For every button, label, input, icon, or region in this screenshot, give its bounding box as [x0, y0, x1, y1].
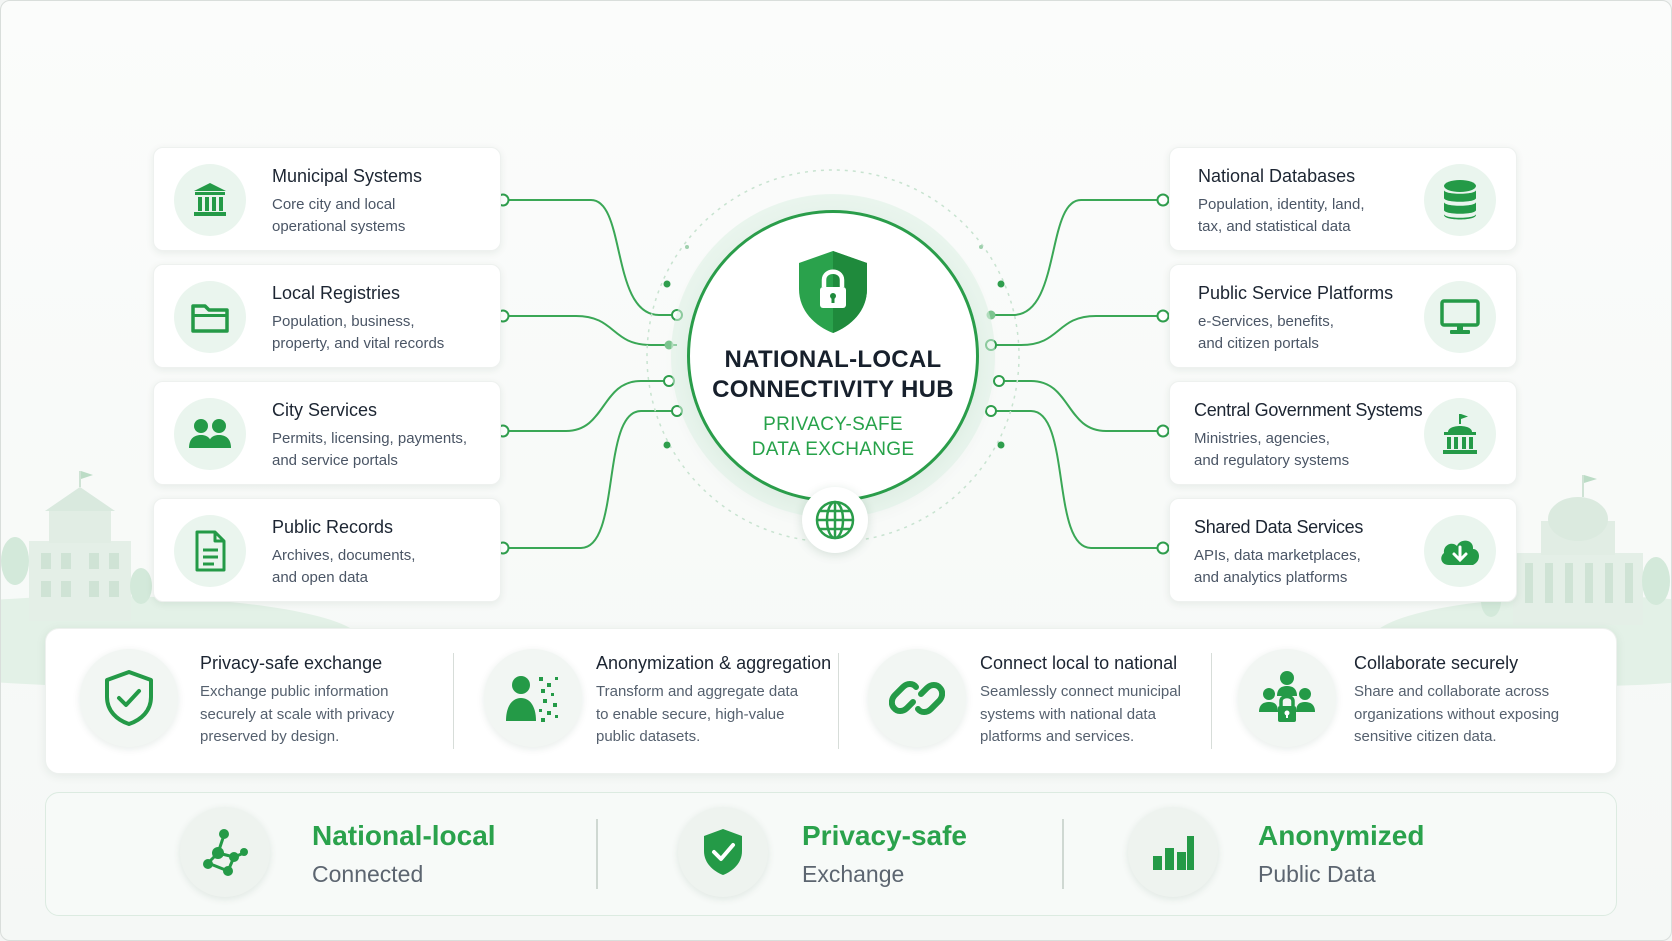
municipal-building-icon [174, 164, 246, 236]
stat-divider [1062, 819, 1064, 889]
stat-label: Connected [312, 861, 424, 887]
feature-title: Collaborate securely [1354, 653, 1519, 673]
government-building-icon [1424, 398, 1496, 470]
feature-divider [838, 653, 839, 749]
users-icon [174, 398, 246, 470]
node-national-databases: National Databases Population, identity,… [1169, 147, 1517, 251]
node-description: APIs, data marketplaces,and analytics pl… [1194, 547, 1361, 586]
node-description: e-Services, benefits,and citizen portals [1198, 313, 1334, 352]
stat-divider [596, 819, 598, 889]
node-title: Local Registries [272, 283, 401, 303]
anonymized-person-icon [484, 649, 582, 747]
feature-divider [453, 653, 454, 749]
node-shared-data-services: Shared Data Services APIs, data marketpl… [1169, 498, 1517, 602]
node-title: Municipal Systems [272, 166, 423, 186]
bar-chart-icon [1128, 807, 1218, 897]
node-title: Public Service Platforms [1198, 283, 1394, 303]
cloud-download-icon [1424, 515, 1496, 587]
stat-value: Anonymized [1258, 820, 1425, 851]
link-icon [868, 649, 966, 747]
node-title: National Databases [1198, 166, 1356, 186]
stat-label: Public Data [1258, 861, 1376, 887]
stat-value: Privacy-safe [802, 820, 968, 851]
feature-title: Privacy-safe exchange [200, 653, 383, 673]
stat-label: Exchange [802, 861, 905, 887]
feature-divider [1211, 653, 1212, 749]
node-central-government-systems: Central Government Systems Ministries, a… [1169, 381, 1517, 485]
node-title: Public Records [272, 517, 394, 537]
node-public-service-platforms: Public Service Platforms e-Services, ben… [1169, 264, 1517, 368]
node-description: Population, business,property, and vital… [272, 313, 445, 352]
node-title: City Services [272, 400, 378, 420]
stat-value: National-local [312, 820, 496, 851]
network-icon [180, 807, 270, 897]
node-local-registries: Local Registries Population, business,pr… [153, 264, 501, 368]
node-public-records: Public Records Archives, documents,and o… [153, 498, 501, 602]
feature-title: Connect local to national [980, 653, 1178, 673]
globe-icon [802, 487, 868, 553]
monitor-icon [1424, 281, 1496, 353]
node-title: Shared Data Services [1194, 517, 1364, 537]
node-description: Population, identity, land,tax, and stat… [1198, 196, 1365, 235]
team-lock-icon [1238, 649, 1336, 747]
stats-panel: National-local Connected Privacy-safe Ex… [45, 792, 1617, 916]
node-city-services: City Services Permits, licensing, paymen… [153, 381, 501, 485]
node-description: Permits, licensing, payments,and service… [272, 430, 468, 469]
lock-shield-icon [796, 249, 870, 340]
node-description: Ministries, agencies,and regulatory syst… [1194, 430, 1350, 469]
shield-check-icon [678, 807, 768, 897]
node-description: Archives, documents,and open data [272, 547, 416, 586]
document-icon [174, 515, 246, 587]
database-icon [1424, 164, 1496, 236]
folder-icon [174, 281, 246, 353]
feature-panel: Privacy-safe exchange Exchange public in… [45, 628, 1617, 774]
shield-check-icon [80, 649, 178, 747]
feature-title: Anonymization & aggregation [596, 653, 832, 673]
node-title: Central Government Systems [1194, 400, 1423, 420]
